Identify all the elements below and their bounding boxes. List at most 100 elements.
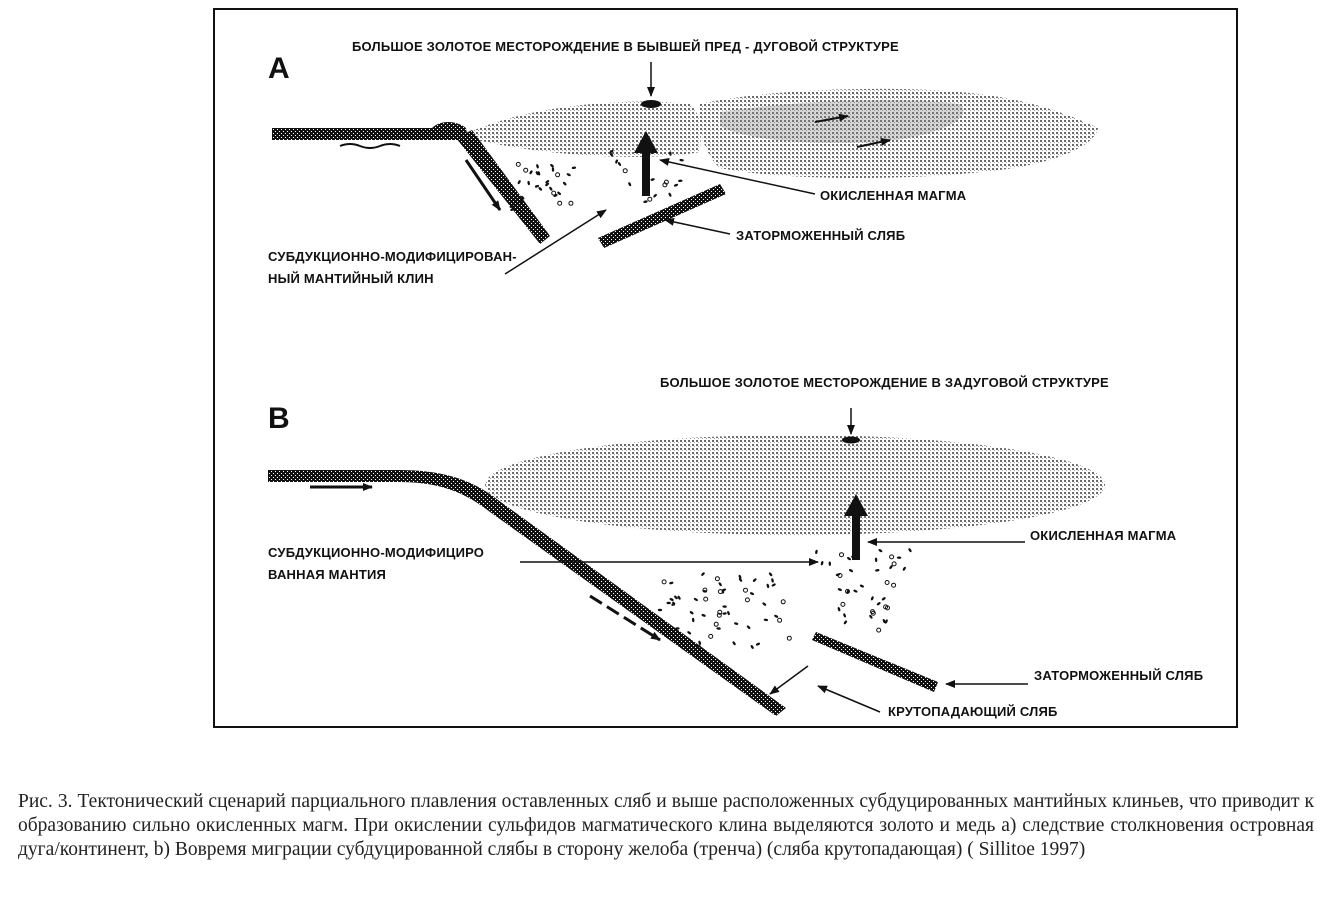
melt-droplet <box>853 589 858 593</box>
melt-droplet <box>768 572 773 577</box>
melt-droplet <box>750 644 754 649</box>
melt-droplet <box>778 618 782 622</box>
melt-droplet <box>643 200 648 203</box>
gold-deposit-a <box>641 100 661 108</box>
melt-droplet <box>650 178 655 182</box>
figure-caption: Рис. 3. Тектонический сценарий парциальн… <box>18 790 1314 862</box>
melt-dots-a <box>505 149 684 212</box>
melt-droplet <box>908 548 912 553</box>
melt-droplet <box>653 193 658 198</box>
melt-droplet <box>698 640 702 645</box>
melt-droplet <box>716 627 721 630</box>
overriding-plate-a <box>272 122 468 140</box>
melt-dots-b <box>658 548 912 650</box>
stalled-slab-a <box>598 184 726 248</box>
melt-droplet <box>897 556 901 559</box>
melt-droplet <box>902 566 906 571</box>
melt-droplet <box>667 602 671 604</box>
melt-droplet <box>704 597 708 601</box>
melt-droplet <box>693 597 698 601</box>
panel-b-letter: B <box>268 402 290 435</box>
melt-droplet <box>628 182 632 187</box>
melt-droplet <box>722 605 727 608</box>
melt-droplet <box>745 598 749 602</box>
melt-droplet <box>762 602 767 607</box>
melt-droplet <box>875 569 880 572</box>
oxidized-magma-label-a: ОКИСЛЕННАЯ МАГМА <box>820 188 967 203</box>
stalled-slab-label-a: ЗАТОРМОЖЕННЫЙ СЛЯБ <box>736 228 905 243</box>
melt-droplet <box>701 613 706 617</box>
melt-droplet <box>738 574 742 579</box>
melt-droplet <box>750 592 755 596</box>
panel-a-title: БОЛЬШОЕ ЗОЛОТОЕ МЕСТОРОЖДЕНИЕ В БЫВШЕЙ П… <box>352 39 899 54</box>
melt-droplet <box>774 614 779 618</box>
melt-droplet <box>648 197 652 201</box>
melt-droplet <box>881 596 886 601</box>
stalled-slab-b <box>812 632 938 692</box>
melt-droplet <box>527 181 530 186</box>
melt-droplet <box>848 568 853 572</box>
melt-droplet <box>562 181 567 186</box>
melt-droplet <box>550 163 555 168</box>
melt-droplet <box>674 595 679 600</box>
melt-droplet <box>678 179 683 182</box>
wedge-label-a-line1: СУБДУКЦИОННО-МОДИФИЦИРОВАН- <box>268 249 517 264</box>
melt-droplet <box>837 607 841 612</box>
panel-a-letter: A <box>268 52 290 85</box>
melt-droplet <box>668 192 672 197</box>
melt-droplet <box>771 583 776 587</box>
melt-droplet <box>892 583 896 587</box>
melt-droplet <box>764 618 769 621</box>
melt-droplet <box>843 613 847 618</box>
melt-droplet <box>517 180 521 185</box>
melt-droplet <box>840 553 844 557</box>
melt-droplet <box>617 162 621 167</box>
melt-droplet <box>714 622 718 626</box>
melt-droplet <box>756 642 761 646</box>
steep-slab-pointer-b1 <box>770 666 808 694</box>
melt-droplet <box>771 578 774 583</box>
melt-droplet <box>781 600 785 604</box>
melt-droplet <box>787 636 791 640</box>
melt-droplet <box>841 602 845 606</box>
melt-droplet <box>859 584 864 588</box>
melt-droplet <box>658 609 662 611</box>
stalled-slab-pointer-a <box>665 220 730 234</box>
melt-droplet <box>715 577 719 581</box>
melt-droplet <box>890 555 894 559</box>
melt-droplet <box>677 595 681 600</box>
mantle-label-b-line1: СУБДУКЦИОННО-МОДИФИЦИРО <box>268 545 484 560</box>
melt-droplet <box>701 572 706 577</box>
melt-droplet <box>885 581 889 585</box>
arc-magma-body-a <box>468 102 701 157</box>
melt-droplet <box>689 610 694 615</box>
melt-droplet <box>746 625 751 630</box>
backarc-magma-body-b <box>485 435 1105 535</box>
melt-droplet <box>623 169 627 173</box>
melt-droplet <box>727 611 731 616</box>
melt-droplet <box>556 173 560 177</box>
melt-droplet <box>878 548 883 552</box>
steep-slab-pointer-b2 <box>818 686 880 712</box>
melt-droplet <box>843 620 848 625</box>
melt-droplet <box>744 588 748 592</box>
melt-droplet <box>877 628 881 632</box>
melt-droplet <box>687 631 692 636</box>
stalled-slab-label-b: ЗАТОРМОЖЕННЫЙ СЛЯБ <box>1034 668 1203 683</box>
melt-droplet <box>876 601 881 606</box>
melt-droplet <box>558 201 562 205</box>
melt-droplet <box>732 641 736 646</box>
melt-droplet <box>569 201 573 205</box>
melt-droplet <box>752 578 757 583</box>
melt-droplet <box>692 618 695 623</box>
melt-droplet <box>820 561 824 566</box>
melt-droplet <box>722 612 727 615</box>
panel-b-title: БОЛЬШОЕ ЗОЛОТОЕ МЕСТОРОЖДЕНИЕ В ЗАДУГОВО… <box>660 375 1109 390</box>
gold-deposit-b <box>842 437 860 444</box>
melt-droplet <box>837 588 842 592</box>
melt-droplet <box>552 167 555 171</box>
melt-droplet <box>538 187 543 192</box>
squiggle-a <box>340 144 400 148</box>
melt-droplet <box>524 168 528 172</box>
